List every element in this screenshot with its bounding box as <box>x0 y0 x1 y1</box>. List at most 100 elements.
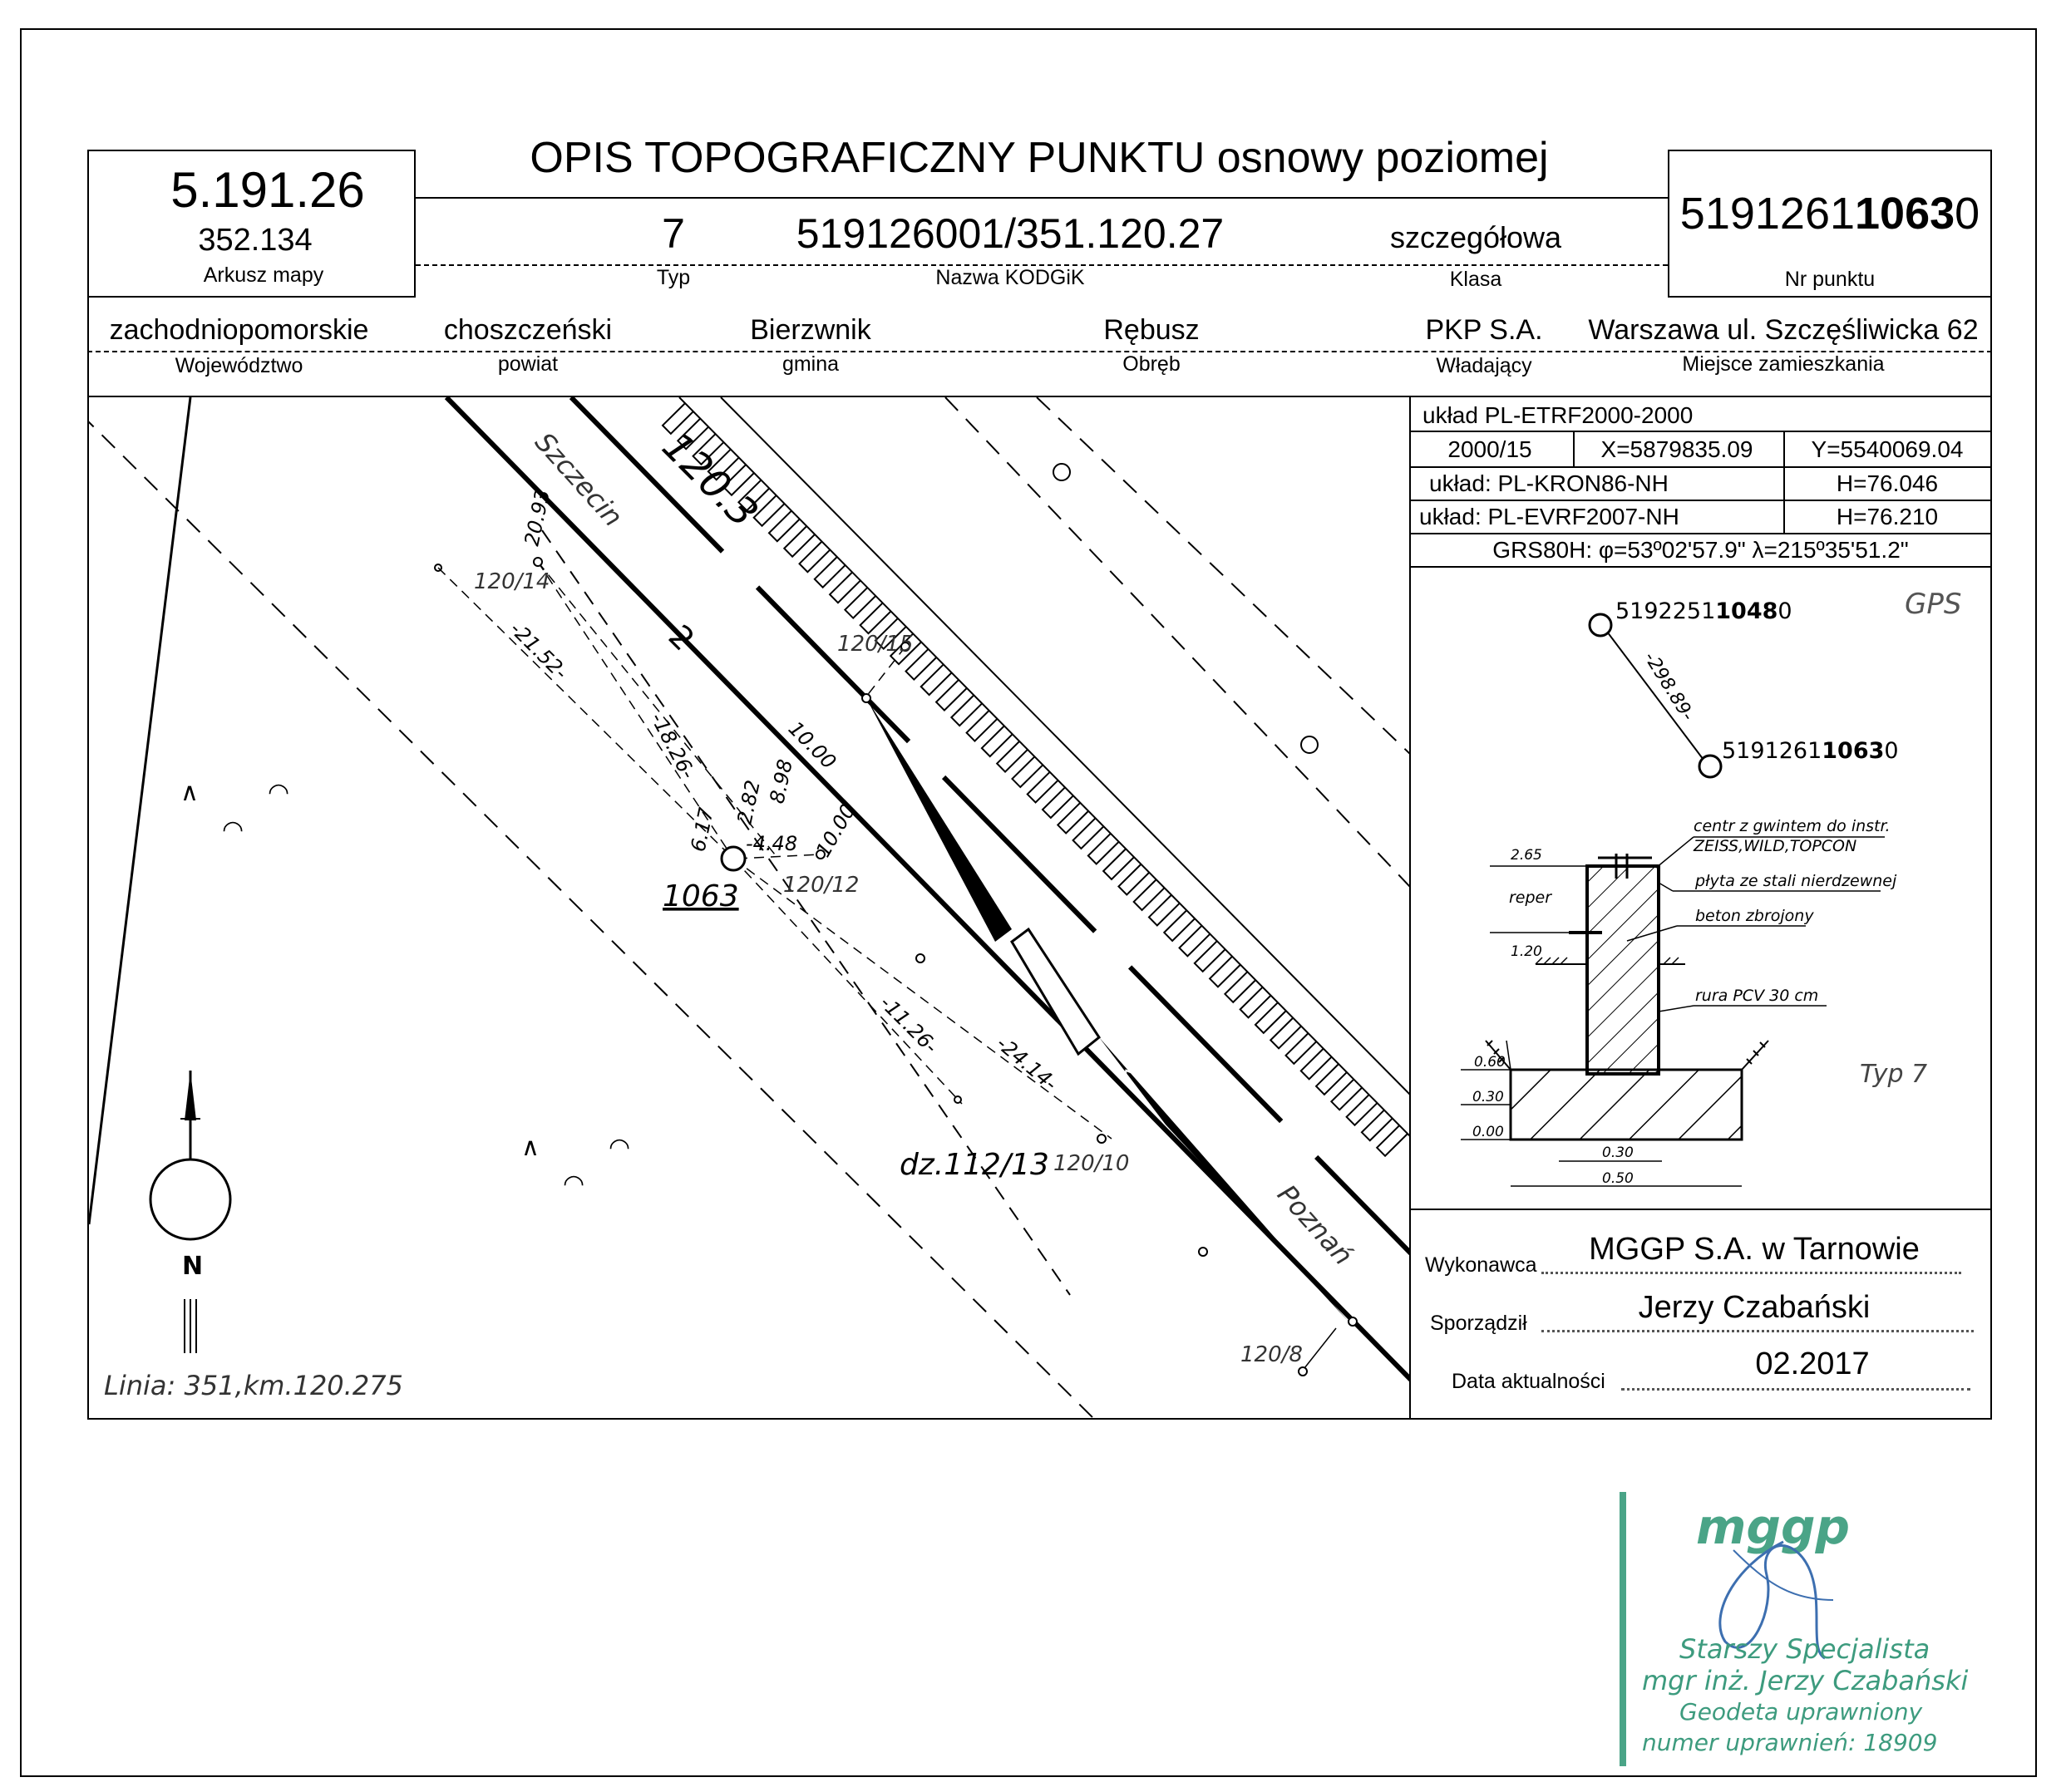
dim-1126: -11.26- <box>875 991 943 1058</box>
gmina-label: gmina <box>782 352 840 376</box>
construction-h000: 0.00 <box>1472 1124 1504 1140</box>
dim-448: -4.48 <box>746 832 797 855</box>
construction-pipe: rura PCV 30 cm <box>1695 987 1818 1005</box>
dim-282: 2.82 <box>732 778 764 826</box>
dim-2093: 20.93 <box>520 487 555 548</box>
point-bold: 1063 <box>1855 189 1955 239</box>
miejsce-label: Miejsce zamieszkania <box>1682 352 1885 376</box>
label-120-15: 120/15 <box>837 632 913 657</box>
dim-2152: -21.52- <box>505 617 573 684</box>
header-dash <box>416 264 1668 266</box>
construction-w050: 0.50 <box>1602 1170 1634 1187</box>
embankment-tooth <box>949 694 983 727</box>
embankment-tooth <box>1345 1094 1378 1127</box>
embankment-tooth <box>737 479 770 512</box>
boundary-line-top-2 <box>1036 397 1409 755</box>
typ-value: 7 <box>662 210 685 257</box>
coords-x: X=5879835.09 <box>1600 436 1753 462</box>
embankment-tooth <box>1011 756 1044 789</box>
gps-label: GPS <box>1905 588 1961 621</box>
embankment-tooth <box>813 556 846 589</box>
construction-w030: 0.30 <box>1602 1145 1634 1161</box>
stamp-line-2: mgr inż. Jerzy Czabański <box>1642 1665 1969 1696</box>
stamp-bar <box>1620 1492 1626 1766</box>
switch-frog <box>1010 927 1102 1056</box>
ratio-2: 1:9 <box>1120 1046 1148 1081</box>
embankment-tooth <box>828 571 861 604</box>
stamp-line-1: Starszy Specjalista <box>1679 1633 1930 1665</box>
embankment-tooth <box>692 433 725 466</box>
construction-top-label: centr z gwintem do instr. <box>1694 817 1891 835</box>
point-label: Nr punktu <box>1784 268 1876 291</box>
embankment-tooth <box>1072 817 1105 850</box>
point-suffix: 0 <box>1955 189 1980 239</box>
construction-h060: 0.60 <box>1474 1054 1506 1071</box>
embankment-tooth <box>1299 1047 1333 1081</box>
embankment-tooth <box>874 618 907 651</box>
embankment-tooth <box>1314 1063 1348 1096</box>
kodgik-value: 519126001/351.120.27 <box>796 210 1225 257</box>
embankment-tooth <box>1193 940 1226 973</box>
embankment-tooth <box>1178 925 1211 958</box>
embankment-band <box>678 397 1409 1137</box>
north-label: N <box>182 1252 203 1281</box>
sheet-box: 5.191.26 352.134 Arkusz mapy <box>87 150 416 298</box>
label-120-10: 120/10 <box>1053 1151 1129 1176</box>
embankment-tooth <box>1208 955 1241 988</box>
approval-stamp: mggp Starszy Specjalista mgr inż. Jerzy … <box>1617 1492 1969 1766</box>
svg-text:∧: ∧ <box>521 1133 540 1162</box>
miejsce-value: Warszawa ul. Szczęśliwicka 62 <box>1588 314 1979 346</box>
embankment-tooth <box>1375 1125 1408 1158</box>
stamp-logo: mggp <box>1696 1499 1850 1555</box>
boundary-line-mid <box>541 529 1071 1296</box>
gps-point-2 <box>1698 754 1723 779</box>
embankment-tooth <box>661 402 694 436</box>
monument-construction <box>1461 836 1885 1187</box>
page-frame <box>20 28 2037 1777</box>
construction-top-label-2: ZEISS,WILD,TOPCON <box>1693 837 1856 855</box>
embankment-teeth <box>661 402 1408 1158</box>
admin-dash <box>87 351 1992 352</box>
embankment-tooth <box>1284 1032 1318 1066</box>
construction-h265: 2.65 <box>1511 847 1542 864</box>
svg-text:∧: ∧ <box>180 778 199 807</box>
embankment-tooth <box>1102 848 1135 881</box>
measurement-lines <box>437 561 1112 1140</box>
ratio-1: 1:9 <box>1052 934 1080 970</box>
embankment-tooth <box>859 602 892 635</box>
stamp-line-3: Geodeta uprawniony <box>1679 1698 1923 1726</box>
footer-line <box>1411 1209 1990 1210</box>
dim-2414: -24.14- <box>992 1031 1062 1095</box>
svg-text:◠: ◠ <box>563 1169 584 1199</box>
north-arrow <box>89 397 232 1353</box>
embankment-tooth <box>1360 1109 1393 1142</box>
sheet-number: 5.191.26 <box>170 162 365 218</box>
data-label: Data aktualności <box>1452 1370 1605 1393</box>
gps-construction-diagram: 519225110480 519126110630 -298.89- GPS <box>1461 588 1961 1187</box>
track-2 <box>444 397 1409 1382</box>
gps-vector-line <box>1601 624 1709 767</box>
wykonawca-value: MGGP S.A. w Tarnowie <box>1589 1232 1920 1267</box>
label-120-8: 120/8 <box>1240 1342 1303 1367</box>
construction-h030: 0.30 <box>1472 1089 1504 1105</box>
embankment-tooth <box>767 510 801 543</box>
gps-point-1 <box>1588 613 1613 638</box>
point-number: 519126110630 <box>1669 188 1990 239</box>
wykonawca-label: Wykonawca <box>1425 1253 1537 1277</box>
embankment-tooth <box>1254 1002 1287 1035</box>
sheet-sub: 352.134 <box>198 223 313 258</box>
construction-concrete: beton zbrojony <box>1695 907 1814 925</box>
gps-point-1-label: 519225110480 <box>1615 598 1792 624</box>
signature <box>1718 1540 1834 1660</box>
coords-h2: H=76.210 <box>1836 504 1939 529</box>
embankment-tooth <box>1329 1078 1363 1111</box>
track-1 <box>569 397 1409 1256</box>
main-point-1063 <box>720 845 747 872</box>
embankment-tooth <box>905 648 938 682</box>
label-120-14: 120/14 <box>474 569 550 594</box>
powiat-label: powiat <box>497 352 559 376</box>
embankment-tooth <box>1239 986 1272 1019</box>
stamp-line-4: numer uprawnień: 18909 <box>1642 1729 1938 1756</box>
embankment-tooth <box>707 448 740 481</box>
coords-uklad1: układ PL-ETRF2000-2000 <box>1422 402 1694 428</box>
